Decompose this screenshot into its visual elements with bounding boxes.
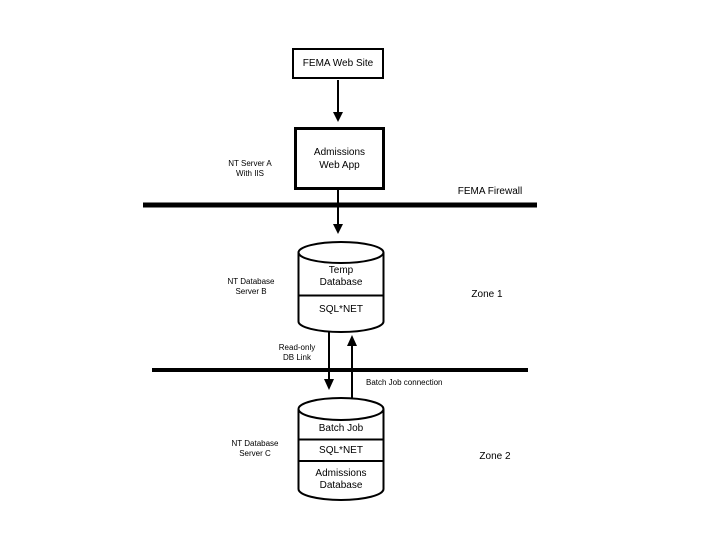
batch-job-connection-label: Batch Job connection xyxy=(366,378,443,387)
arrow-down-icon xyxy=(333,112,343,122)
read-only-db-link-line1: Read-only xyxy=(278,343,316,352)
nt-server-a-label-line1: NT Server A xyxy=(228,159,272,168)
read-only-db-link-line2: DB Link xyxy=(282,353,311,362)
nt-database-server-c-line1: NT Database xyxy=(231,439,279,448)
fema-firewall-label: FEMA Firewall xyxy=(457,186,523,197)
arrow-up-icon xyxy=(347,335,357,346)
nt-server-a-label-line2: With IIS xyxy=(235,169,264,178)
fema-web-site-label: FEMA Web Site xyxy=(302,58,374,69)
nt-database-server-b-line1: NT Database xyxy=(227,277,275,286)
nt-database-server-c-line2: Server C xyxy=(239,449,271,458)
admissions-database-sqlnet-label: SQL*NET xyxy=(319,445,363,456)
admissions-web-app-node: Admissions Web App xyxy=(294,127,385,190)
temp-database-title-line2: Database xyxy=(319,277,363,288)
admissions-database-section1-label: Batch Job xyxy=(318,423,364,434)
temp-database-sqlnet-label: SQL*NET xyxy=(319,304,363,315)
zone2-label: Zone 2 xyxy=(479,451,511,462)
admissions-database-title-line1: Admissions xyxy=(315,468,367,479)
read-only-db-link-label: Read-only DB Link xyxy=(267,343,327,363)
admissions-database-title-line2: Database xyxy=(319,480,363,491)
fema-web-site-node: FEMA Web Site xyxy=(292,48,384,79)
nt-database-server-c-label: NT Database Server C xyxy=(210,439,300,459)
admissions-web-app-label-line2: Web App xyxy=(319,159,360,171)
nt-server-a-label: NT Server A With IIS xyxy=(205,159,295,179)
admissions-database-cylinder-top xyxy=(297,397,385,421)
admissions-database-cylinder xyxy=(297,409,385,501)
nt-database-server-b-label: NT Database Server B xyxy=(206,277,296,297)
temp-database-title-line1: Temp xyxy=(328,265,354,276)
zone1-label: Zone 1 xyxy=(471,289,503,300)
temp-database-cylinder xyxy=(297,252,385,333)
nt-database-server-b-line2: Server B xyxy=(235,287,267,296)
arrow-down-icon xyxy=(324,379,334,390)
temp-database-cylinder-top xyxy=(297,241,385,264)
admissions-web-app-label-line1: Admissions xyxy=(313,146,366,158)
arrow-down-icon xyxy=(333,224,343,234)
